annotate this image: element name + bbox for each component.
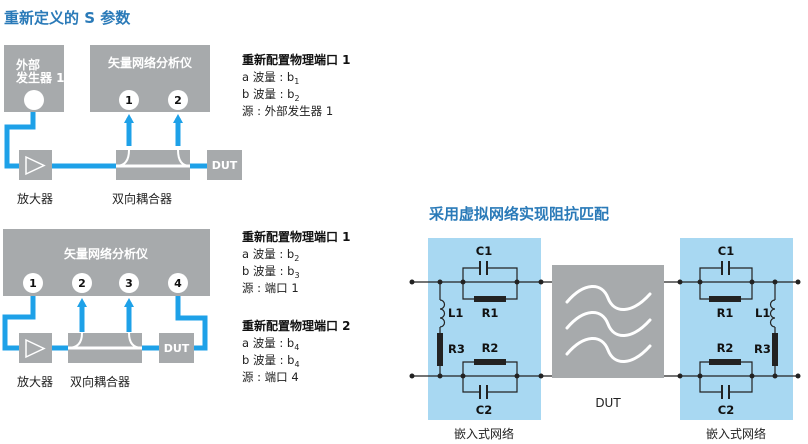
left-junction-dots [409,279,544,379]
left-r1-resistor [474,296,506,302]
left-r1-label: R1 [482,306,499,320]
top-diagram: 外部 发生器 1 矢量网络分析仪 1 2 放大器 双向耦合器 DUT [4,45,242,206]
config2-b-wave: b 波量 : b3 [242,264,300,280]
config-block-2: 重新配置物理端口 1 a 波量 : b2 b 波量 : b3 源 : 端口 1 [242,229,351,295]
top-dut-label: DUT [212,159,238,172]
bottom-port3-label: 3 [125,277,133,290]
config1-source: 源 : 外部发生器 1 [242,104,333,118]
right-r3-label: R3 [754,342,771,356]
right-r1-label: R1 [717,306,734,320]
right-l1-inductor-icon [769,299,776,328]
config1-b-wave: b 波量 : b2 [242,87,300,103]
embed-network-right: C1 R1 L1 R3 R2 C2 嵌入式网络 [664,238,801,441]
top-amplifier-icon [25,155,46,176]
config1-heading: 重新配置物理端口 1 [242,52,351,67]
left-r3-resistor [437,333,443,366]
right-l1-label: L1 [755,306,770,320]
config-block-1: 重新配置物理端口 1 a 波量 : b1 b 波量 : b2 源 : 外部发生器… [242,52,351,118]
top-port2-arrow [173,114,183,123]
config2-heading: 重新配置物理端口 1 [242,229,351,244]
config1-a-wave: a 波量 : b1 [242,70,299,86]
bottom-port4-circle [168,273,188,293]
right-r2-resistor [709,359,741,365]
right-junction-dots [677,279,801,379]
config-block-3: 重新配置物理端口 2 a 波量 : b4 b 波量 : b4 源 : 端口 4 [242,318,351,384]
bottom-coupler-arc-left [67,332,83,349]
top-coupler-arc-right [177,149,191,167]
generator-source-icon [24,90,44,110]
top-port2-label: 2 [174,94,182,107]
config2-a-wave: a 波量 : b2 [242,247,299,263]
top-amplifier-box [19,150,52,180]
top-dut-box [207,150,242,180]
top-port1-circle [119,90,139,110]
right-c1-label: C1 [718,244,734,258]
center-dut-caption: DUT [595,396,621,410]
virtual-network-title: 采用虚拟网络实现阻抗匹配 [428,205,609,223]
bottom-dut-label: DUT [164,342,190,355]
left-l1-inductor-icon [439,299,446,328]
bottom-amplifier-icon [25,338,46,359]
left-embed-wires [412,267,552,393]
bottom-amplifier-caption: 放大器 [17,374,53,389]
top-port2-circle [168,90,188,110]
left-r3-label: R3 [448,342,465,356]
bottom-coupler-arc-right [128,332,143,349]
bottom-port2-label: 2 [78,277,86,290]
left-l1-label: L1 [448,306,463,320]
right-capacitor-plates [721,261,730,399]
external-generator-label-1: 外部 [16,57,40,72]
embed-network-left: C1 R1 L1 R3 R2 C2 嵌入式网络 [409,238,552,441]
top-coupler-caption: 双向耦合器 [112,191,172,206]
top-coupler-arc-left [115,149,130,167]
right-embed-caption: 嵌入式网络 [706,426,766,441]
center-dut: DUT [552,265,664,410]
right-embed-background [680,238,793,420]
top-port1-label: 1 [125,94,133,107]
config3-a-wave: a 波量 : b4 [242,336,299,352]
top-vna-box [90,45,210,112]
bottom-port4-label: 4 [174,277,182,290]
bottom-port1-circle [23,273,43,293]
config3-b-wave: b 波量 : b4 [242,353,300,369]
bottom-coupler-caption: 双向耦合器 [70,374,130,389]
bottom-dut-to-port4-line [175,296,208,351]
bottom-port1-label: 1 [29,277,37,290]
right-r1-resistor [709,296,741,302]
main-title: 重新定义的 S 参数 [4,9,131,27]
bottom-vna-label: 矢量网络分析仪 [64,246,149,261]
left-c2-label: C2 [476,403,492,417]
bottom-port2-circle [72,273,92,293]
bottom-amplifier-box [19,333,52,363]
external-generator-label-2: 发生器 1 [15,70,65,85]
right-r2-label: R2 [717,341,734,355]
bottom-port3-arrow [124,298,134,307]
bottom-dut-box [159,333,194,363]
top-port1-arrow [124,114,134,123]
top-amplifier-caption: 放大器 [17,191,53,206]
bottom-diagram: 矢量网络分析仪 1 2 3 4 放大器 双向耦合器 DUT [2,229,210,389]
right-r3-resistor [772,333,778,366]
bottom-port2-arrow [77,298,87,307]
config2-source: 源 : 端口 1 [242,281,299,295]
left-embed-caption: 嵌入式网络 [454,426,514,441]
filter-waves-icon [565,285,652,363]
config3-source: 源 : 端口 4 [242,370,299,384]
left-capacitor-plates [479,261,488,399]
top-vna-label: 矢量网络分析仪 [108,55,193,70]
right-c2-label: C2 [718,403,734,417]
left-r2-label: R2 [482,341,499,355]
left-embed-background [428,238,541,420]
config3-heading: 重新配置物理端口 2 [242,318,351,333]
bottom-port1-to-amp-line [2,296,36,351]
left-c1-label: C1 [476,244,492,258]
top-gen-to-amp-line [4,112,36,169]
bottom-port3-circle [119,273,139,293]
left-r2-resistor [474,359,506,365]
